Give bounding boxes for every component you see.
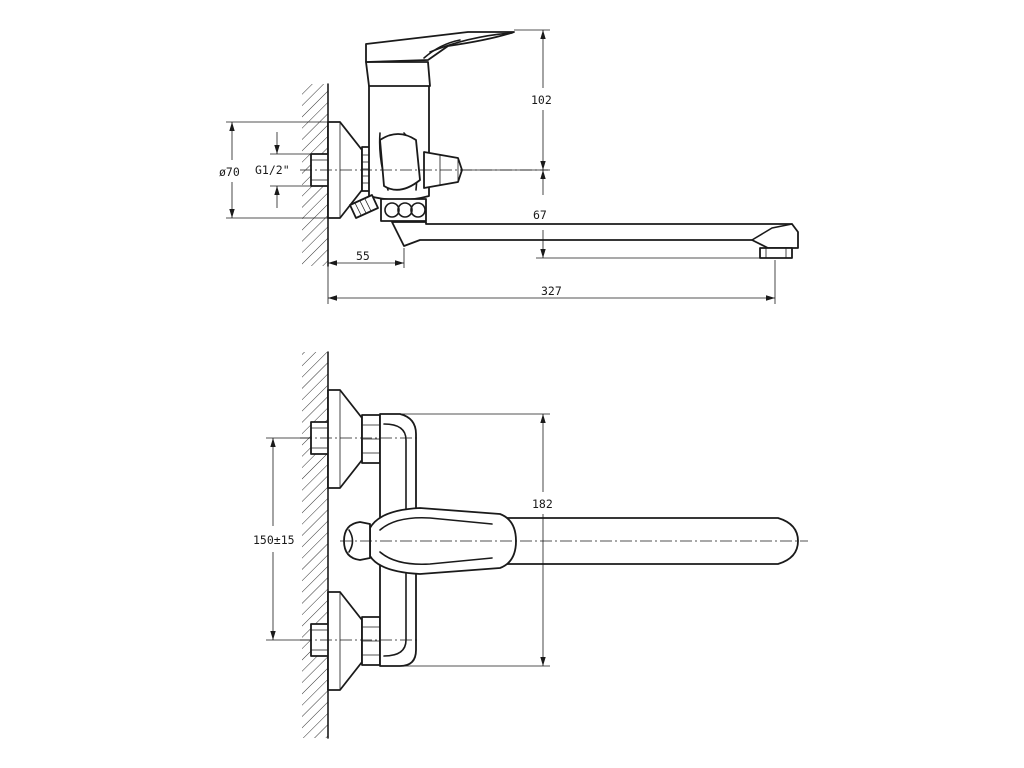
wall-section-front	[302, 351, 329, 739]
dim-spout-height-label: 67	[533, 208, 547, 222]
spout-swivel-side	[380, 198, 427, 222]
dim-wall-to-body-label: 55	[356, 249, 370, 263]
mixer-body-side	[365, 61, 431, 201]
dim-spout-length-label: 327	[541, 284, 562, 298]
dim-inlet-spacing-label: 150±15	[253, 533, 295, 547]
dim-thread-label: G1/2"	[255, 163, 290, 177]
dim-spout-height: 67	[533, 170, 760, 259]
dim-handle-height-label: 102	[531, 93, 552, 107]
dim-total-height: 182	[400, 413, 553, 667]
dim-handle-height: 102	[460, 29, 552, 171]
dim-thread: G1/2"	[255, 132, 311, 208]
dim-total-height-label: 182	[532, 497, 553, 511]
side-view: 102 67 ø70 G1/2" 55	[219, 29, 799, 304]
dim-wall-to-body: 55	[328, 248, 405, 268]
lever-handle-side	[365, 31, 515, 63]
dim-flange-diameter: ø70	[219, 121, 340, 219]
dim-flange-diameter-label: ø70	[219, 165, 240, 179]
front-view: 150±15 182	[253, 351, 808, 739]
dim-inlet-spacing: 150±15	[253, 437, 311, 641]
spout-side	[391, 221, 799, 259]
dim-spout-length: 327	[327, 260, 776, 304]
shower-outlet-side	[349, 194, 379, 219]
bottom-inlet-front	[310, 591, 381, 691]
